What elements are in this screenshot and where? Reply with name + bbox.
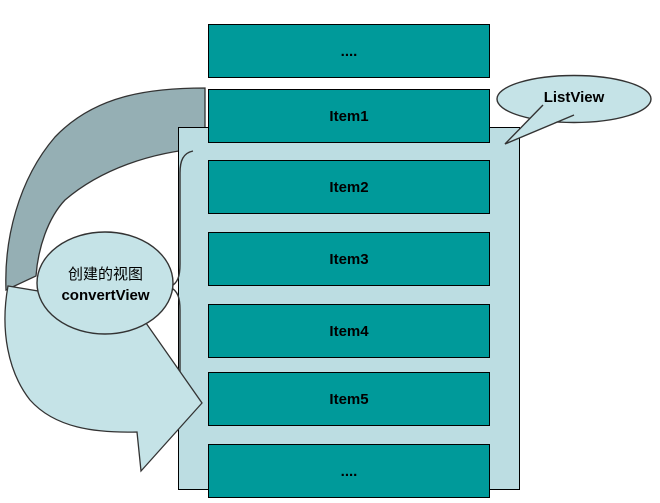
list-item-label: Item1 — [329, 107, 369, 125]
convertview-callout-label: 创建的视图 convertView — [35, 264, 176, 306]
list-item-label: Item5 — [329, 390, 369, 408]
convertview-label-english: convertView — [61, 287, 150, 304]
listview-callout-label: ListView — [543, 89, 605, 106]
list-item-label: Item4 — [329, 322, 369, 340]
list-item-label: Item2 — [329, 178, 369, 196]
list-item-row-top-ellipsis: .... — [208, 24, 490, 78]
convertview-label-chinese: 创建的视图 — [67, 266, 143, 283]
list-item-label: .... — [340, 462, 358, 480]
listview-bubble-tail-fill — [505, 104, 574, 144]
listview-bubble — [496, 74, 652, 124]
list-item-row-item5: Item5 — [208, 372, 490, 426]
list-item-row-item2: Item2 — [208, 160, 490, 214]
list-item-label: Item3 — [329, 250, 369, 268]
list-item-row-item1: Item1 — [208, 89, 490, 143]
list-item-row-bottom-ellipsis: .... — [208, 444, 490, 498]
curved-arrow-back-band — [5, 87, 206, 292]
list-item-row-item3: Item3 — [208, 232, 490, 286]
convertview-ellipse — [36, 231, 174, 335]
listview-bubble-tail-outline — [504, 104, 575, 145]
list-item-label: .... — [340, 42, 358, 60]
list-item-row-item4: Item4 — [208, 304, 490, 358]
